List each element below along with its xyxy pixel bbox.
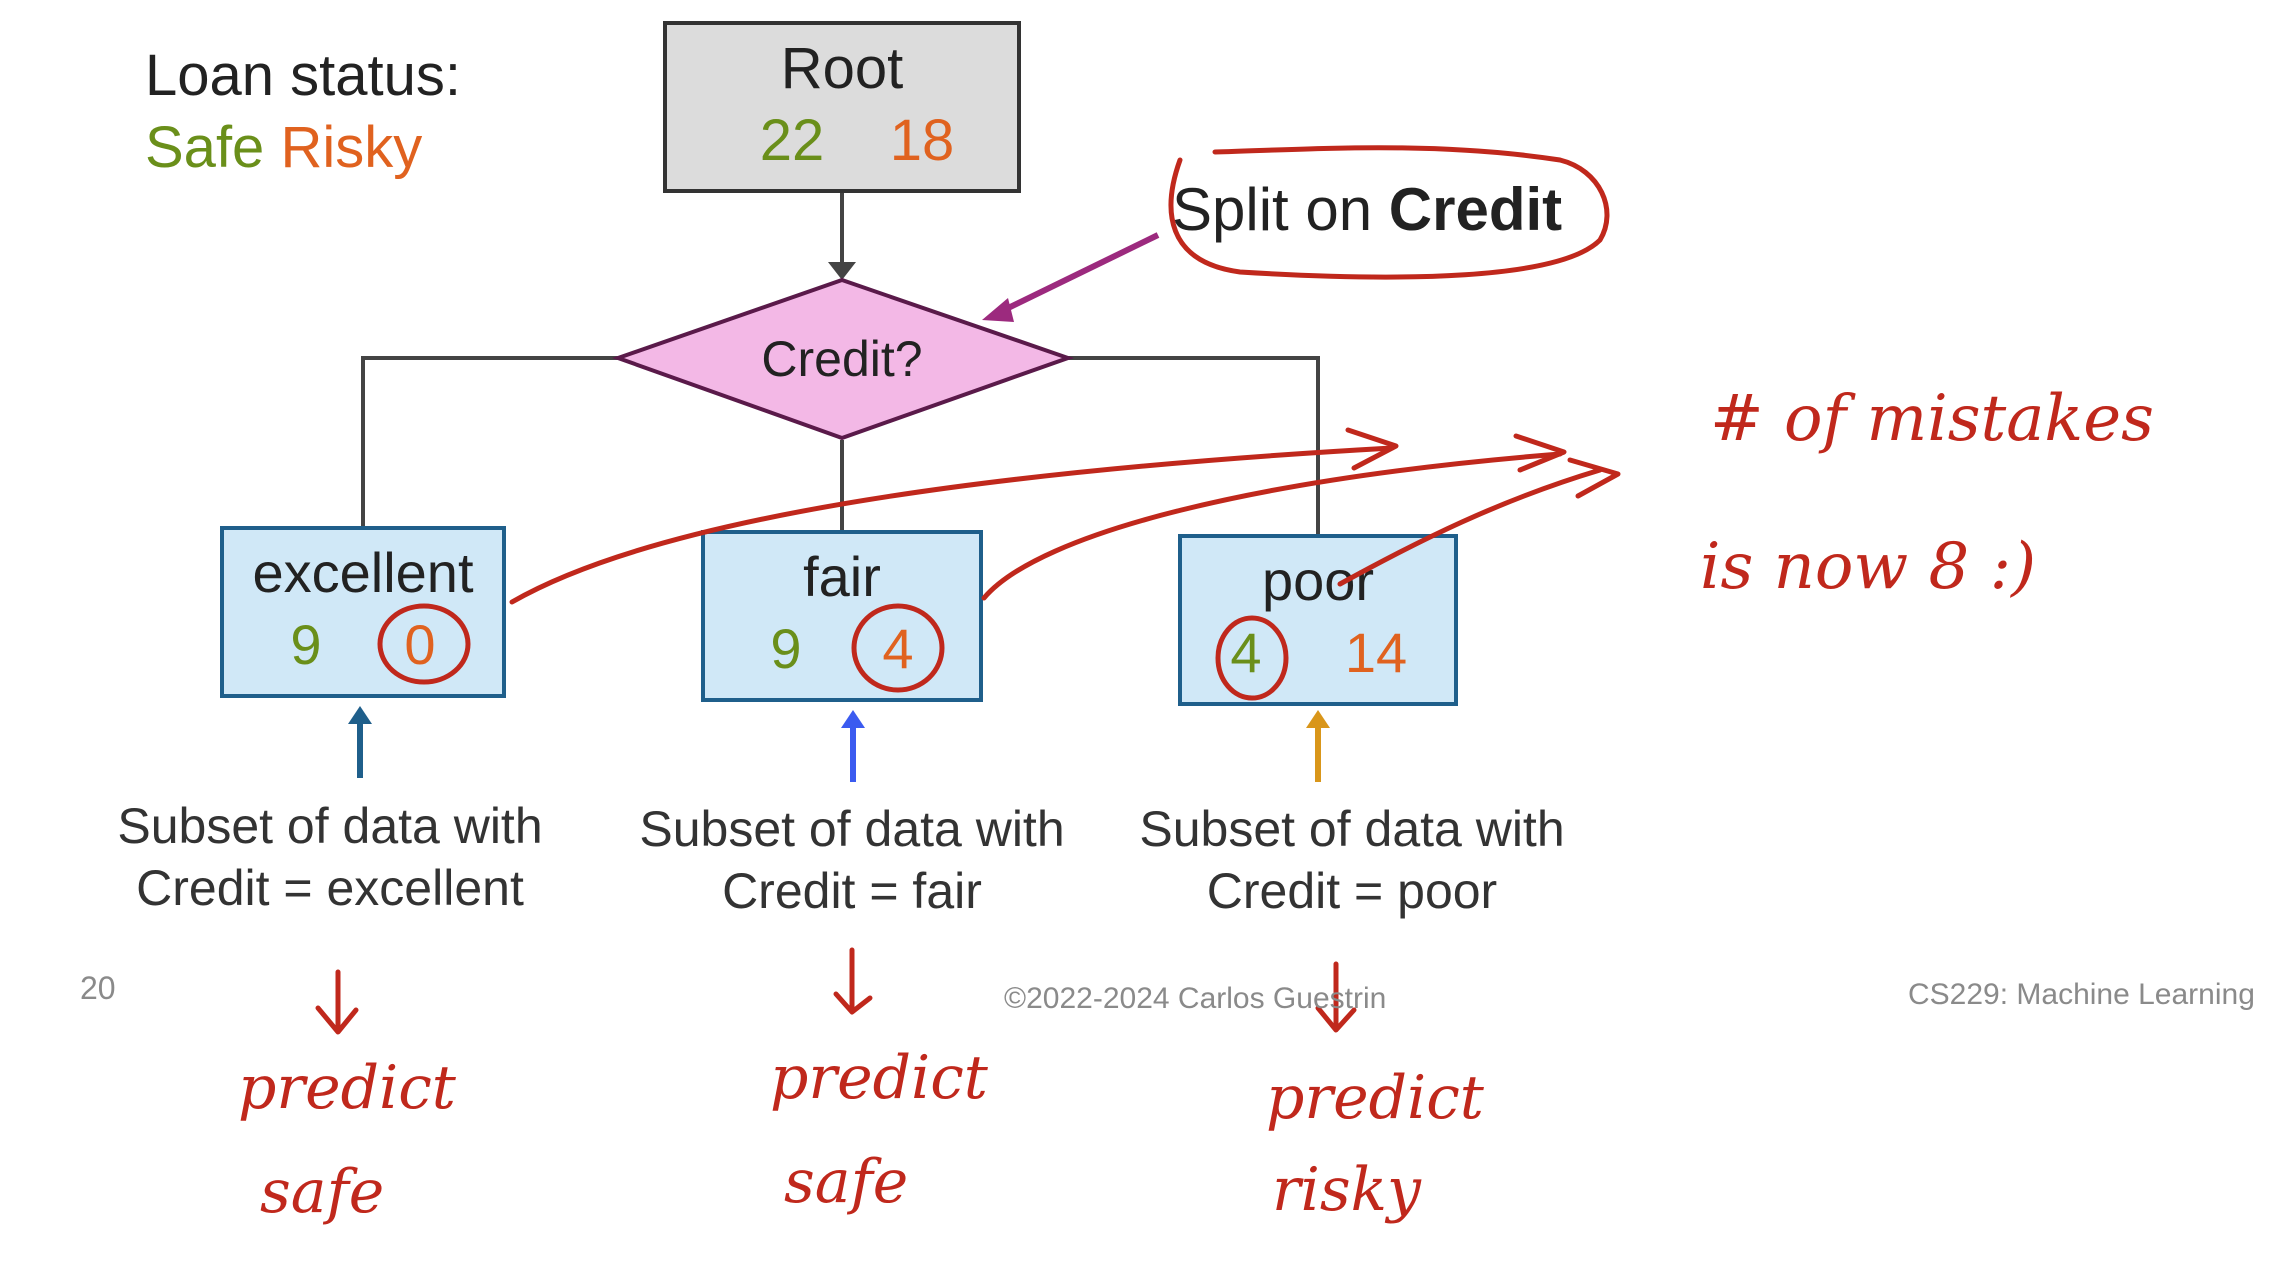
edge-decision-to-excellent — [361, 356, 620, 528]
caption-line1: Subset of data with — [117, 798, 543, 854]
callout-circle-annotation — [1168, 145, 1610, 280]
caption-line2: Credit = fair — [722, 863, 982, 919]
caption-excellent: Subset of data with Credit = excellent — [90, 795, 570, 919]
prediction-arrow-excellent — [315, 969, 359, 1035]
callout-bold: Credit — [1389, 176, 1562, 243]
mistake-link-fair — [981, 451, 1563, 601]
legend-safe: Safe — [145, 115, 265, 180]
circle-annotation-fair-risky — [851, 603, 945, 693]
root-label: Root — [781, 36, 904, 101]
mistake-link-arrowhead-1 — [1345, 427, 1399, 471]
callout-arrow — [982, 232, 1160, 322]
prediction-note-fair-line2: safe — [784, 1147, 908, 1217]
legend: Loan status: Safe Risky — [145, 40, 461, 184]
mistake-link-poor — [1337, 467, 1603, 587]
root-node: Root 22 18 — [663, 21, 1021, 193]
root-risky-count: 18 — [890, 108, 955, 173]
mistake-link-excellent — [509, 445, 1395, 605]
prediction-note-excellent-line2: safe — [260, 1157, 384, 1227]
leaf-label: fair — [803, 545, 881, 608]
course-name: CS229: Machine Learning — [1908, 978, 2255, 1011]
prediction-arrow-poor — [1315, 961, 1357, 1033]
caption-line1: Subset of data with — [639, 801, 1065, 857]
callout-text: Split on Credit — [1172, 176, 1562, 243]
leaf-risky-count: 0 — [404, 613, 435, 676]
handwriting-mistakes-line1: # of mistakes — [1710, 382, 2154, 456]
leaf-safe-count: 9 — [770, 617, 801, 680]
mistake-link-arrowhead-2 — [1513, 433, 1567, 473]
leaf-risky-count: 14 — [1345, 621, 1407, 684]
pointer-arrow-fair — [841, 710, 865, 782]
leaf-risky-count: 4 — [882, 617, 913, 680]
mistake-link-arrowhead-3 — [1567, 457, 1621, 499]
pointer-arrow-excellent — [348, 706, 372, 778]
decision-node: Credit? — [611, 277, 1075, 441]
handwriting-mistakes-line2: is now 8 :) — [1700, 530, 2036, 604]
pointer-arrow-poor — [1306, 710, 1330, 782]
caption-line1: Subset of data with — [1139, 801, 1565, 857]
leaf-node-excellent: excellent 9 0 — [220, 526, 506, 698]
copyright: ©2022-2024 Carlos Guestrin — [1004, 982, 1387, 1015]
root-safe-count: 22 — [760, 108, 825, 173]
page-number: 20 — [80, 970, 116, 1006]
circle-annotation-excellent-risky — [377, 603, 471, 685]
prediction-note-poor-line1: predict — [1266, 1063, 1485, 1133]
prediction-note-excellent-line1: predict — [238, 1053, 457, 1123]
caption-poor: Subset of data with Credit = poor — [1112, 798, 1592, 922]
edge-decision-to-poor — [1068, 356, 1320, 536]
leaf-label: excellent — [252, 541, 473, 604]
callout-prefix: Split on — [1172, 176, 1389, 243]
legend-risky: Risky — [280, 115, 423, 180]
circle-annotation-poor-safe — [1215, 615, 1289, 701]
leaf-node-fair: fair 9 4 — [701, 530, 983, 702]
legend-title: Loan status: — [145, 43, 461, 108]
leaf-safe-count: 9 — [290, 613, 321, 676]
edge-root-arrowhead — [828, 262, 856, 280]
caption-line2: Credit = excellent — [136, 860, 524, 916]
decision-label: Credit? — [761, 331, 922, 387]
legend-values: Safe Risky — [145, 112, 461, 184]
leaf-safe-count: 4 — [1230, 621, 1261, 684]
caption-fair: Subset of data with Credit = fair — [612, 798, 1092, 922]
prediction-note-fair-line1: predict — [770, 1043, 989, 1113]
caption-line2: Credit = poor — [1206, 863, 1498, 919]
leaf-node-poor: poor 4 14 — [1178, 534, 1458, 706]
prediction-note-poor-line2: risky — [1272, 1155, 1422, 1225]
leaf-label: poor — [1262, 549, 1374, 612]
prediction-arrow-fair — [833, 947, 873, 1015]
